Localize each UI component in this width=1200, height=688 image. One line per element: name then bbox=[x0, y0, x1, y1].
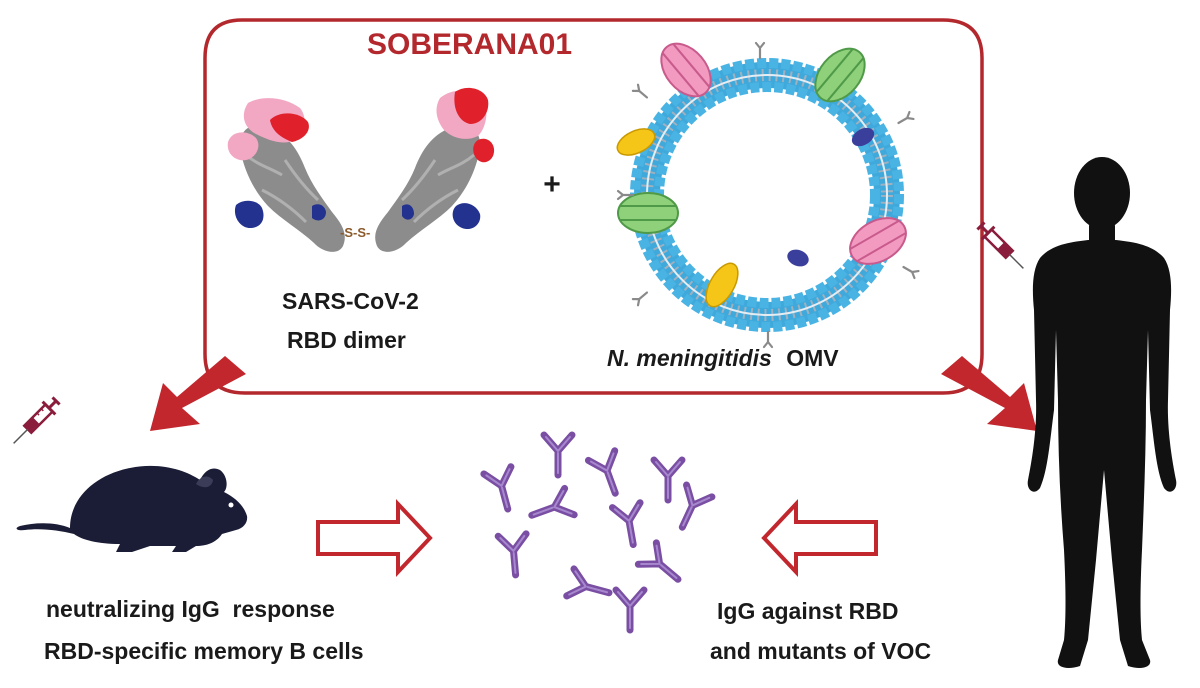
soberana-frame bbox=[203, 18, 984, 395]
antibody-icon bbox=[612, 503, 647, 547]
antibody-icon bbox=[484, 467, 521, 513]
syringe-icon-mouse bbox=[13, 396, 61, 444]
antibody-icon bbox=[544, 435, 572, 475]
antibody-icon bbox=[567, 569, 613, 606]
omv-vesicle bbox=[630, 58, 904, 332]
omv-species-label: N. meningitidis bbox=[607, 345, 772, 371]
human-result-line2: and mutants of VOC bbox=[710, 638, 932, 664]
omv-label: N. meningitidis OMV bbox=[607, 345, 839, 372]
rbd-monomer-left bbox=[227, 98, 345, 252]
mouse-icon bbox=[16, 465, 248, 552]
syringe-icon-human bbox=[976, 221, 1024, 269]
arrow-to-human bbox=[941, 356, 1037, 431]
antibody-cluster bbox=[484, 435, 712, 630]
rbd-dimer bbox=[227, 87, 495, 252]
antibody-icon bbox=[527, 488, 574, 528]
antibody-icon bbox=[654, 460, 682, 500]
mouse-result-line1: neutralizing IgG response bbox=[46, 596, 335, 622]
rbd-label-line2: RBD dimer bbox=[287, 327, 406, 353]
hollow-arrow-human-to-antibodies bbox=[761, 498, 878, 578]
arrow-to-mouse bbox=[150, 356, 246, 431]
human-result-line1: IgG against RBD bbox=[717, 598, 899, 624]
antibody-icon bbox=[616, 590, 644, 630]
rbd-label-line1: SARS-CoV-2 bbox=[282, 288, 419, 314]
human-silhouette-icon bbox=[1027, 157, 1177, 668]
disulfide-bond-label: -S-S- bbox=[340, 225, 371, 240]
antibody-icon bbox=[670, 485, 712, 533]
antibody-icon bbox=[588, 451, 628, 498]
vaccine-title: SOBERANA01 bbox=[367, 28, 573, 61]
antibody-icon bbox=[638, 543, 687, 590]
rbd-monomer-right bbox=[375, 87, 495, 252]
omv-suffix-label: OMV bbox=[786, 345, 839, 371]
plus-sign: + bbox=[543, 168, 561, 201]
mouse-result-line2: RBD-specific memory B cells bbox=[44, 638, 364, 664]
antibody-icon bbox=[498, 534, 529, 576]
membrane-protein-icon bbox=[616, 42, 907, 308]
hollow-arrow-mouse-to-antibodies bbox=[316, 498, 433, 578]
